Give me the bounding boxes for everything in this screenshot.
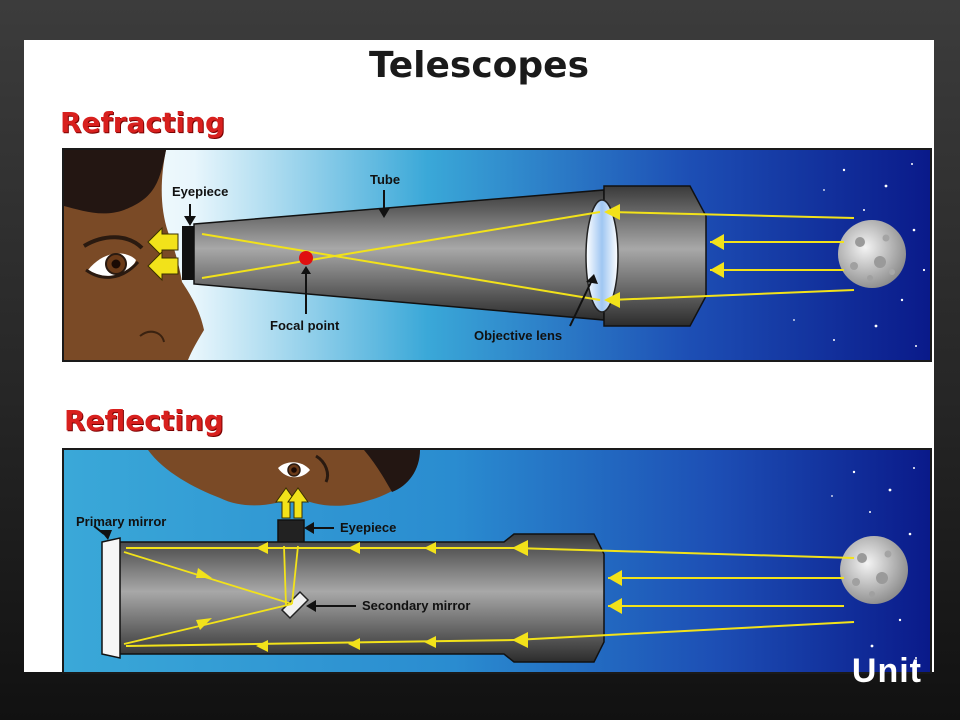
moon — [838, 220, 906, 288]
moon — [840, 536, 908, 604]
reflected-arrowheads — [196, 568, 212, 630]
primary-mirror-label: Primary mirror — [76, 514, 167, 529]
ray-arrowheads — [256, 540, 622, 652]
eyepiece — [182, 226, 196, 280]
converging-rays — [201, 211, 601, 301]
secondary-mirror — [280, 590, 310, 620]
bottom-caption: Unit — [851, 652, 922, 690]
stars — [793, 163, 926, 347]
slide-title: Telescopes — [368, 45, 590, 86]
label-pointer-heads — [184, 208, 598, 284]
eye-rays — [147, 226, 179, 282]
eyepiece-label: Eyepiece — [340, 520, 397, 535]
focal-point-label: Focal point — [270, 318, 340, 333]
tube-label: Tube — [370, 172, 401, 187]
stars — [831, 467, 917, 659]
slide: Telescopes Refracting — [24, 40, 934, 674]
label-pointer-heads — [100, 522, 316, 612]
objective-lens-label: Objective lens — [474, 328, 563, 343]
reflector-tube — [109, 533, 605, 663]
refracting-heading: Refracting — [60, 106, 225, 139]
primary-mirror — [101, 537, 121, 659]
focal-point-dot — [299, 251, 313, 265]
reflecting-diagram: Primary mirror Eyepiece Secondary mirror — [62, 448, 932, 674]
label-pointers — [189, 190, 593, 327]
reflecting-illustration — [64, 450, 930, 672]
refracting-illustration — [64, 150, 930, 360]
incoming-light-rays — [609, 211, 855, 301]
refracting-diagram: Eyepiece Tube Focal point Objective lens — [62, 148, 932, 362]
eyepiece-label: Eyepiece — [172, 184, 229, 199]
ray-arrowheads — [604, 204, 724, 308]
incoming-light-rays — [125, 547, 855, 647]
observer-face — [64, 150, 204, 360]
reflecting-heading: Reflecting — [64, 404, 224, 437]
observer-face — [148, 450, 420, 506]
objective-lens — [585, 199, 619, 313]
eye-rays — [275, 487, 309, 519]
secondary-mirror-label: Secondary mirror — [362, 598, 471, 613]
